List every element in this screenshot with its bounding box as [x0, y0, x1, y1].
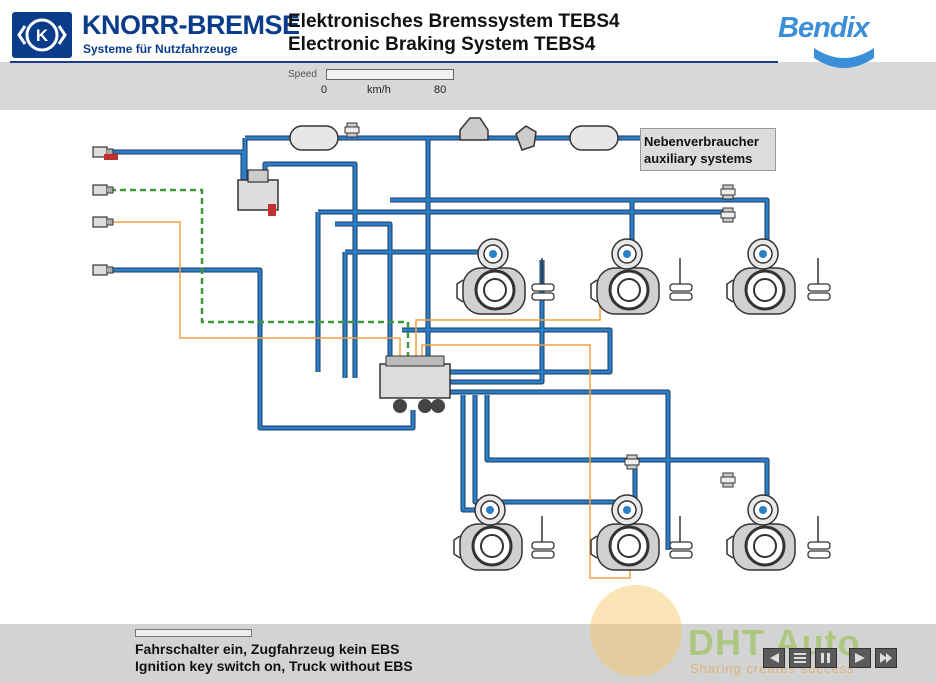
header-rule [10, 61, 778, 63]
prev-button[interactable] [763, 648, 785, 668]
brake-chambers [452, 237, 797, 572]
bendix-swoosh-icon [814, 48, 874, 68]
speed-slider[interactable] [326, 69, 454, 80]
header-band [0, 0, 936, 62]
pneumatic-lines [112, 135, 770, 550]
page-title-english: Electronic Braking System TEBS4 [288, 34, 596, 55]
logo-letter: K [36, 26, 49, 45]
pause-button[interactable] [815, 648, 837, 668]
electric-lines [110, 188, 631, 579]
auxiliary-systems-box: Nebenverbraucher auxiliary systems [640, 128, 776, 171]
bendix-logo: Bendix [778, 12, 870, 44]
next-button[interactable] [875, 648, 897, 668]
speed-unit-label: km/h [367, 84, 391, 96]
ebs-modulator [379, 355, 451, 413]
knorr-logo-icon: K [12, 12, 72, 58]
menu-icon [794, 653, 806, 663]
next-icon [880, 653, 892, 663]
status-text-english: Ignition key switch on, Truck without EB… [135, 658, 413, 674]
pause-icon [821, 653, 830, 663]
speed-max-label: 80 [434, 84, 447, 96]
aux-label-english: auxiliary systems [644, 151, 753, 166]
coupling-heads [92, 146, 118, 276]
watermark-subtext: Sharing creates success [690, 661, 855, 676]
step-progress-bar [135, 629, 252, 637]
speed-min-label: 0 [321, 84, 328, 96]
aux-label-german: Nebenverbraucher [644, 134, 759, 149]
menu-button[interactable] [789, 648, 811, 668]
watermark-logo-icon [590, 585, 682, 677]
play-button[interactable] [849, 648, 871, 668]
status-text-german: Fahrschalter ein, Zugfahrzeug kein EBS [135, 641, 400, 657]
speed-label: Speed [288, 69, 317, 80]
brand-name: KNORR-BREMSE [82, 10, 300, 40]
play-icon [855, 653, 865, 663]
relay-valve [237, 169, 279, 216]
reservoir-tanks [289, 117, 736, 488]
prev-icon [770, 653, 779, 663]
brand-subtitle: Systeme für Nutzfahrzeuge [83, 42, 238, 56]
page-title-german: Elektronisches Bremssystem TEBS4 [288, 11, 620, 32]
